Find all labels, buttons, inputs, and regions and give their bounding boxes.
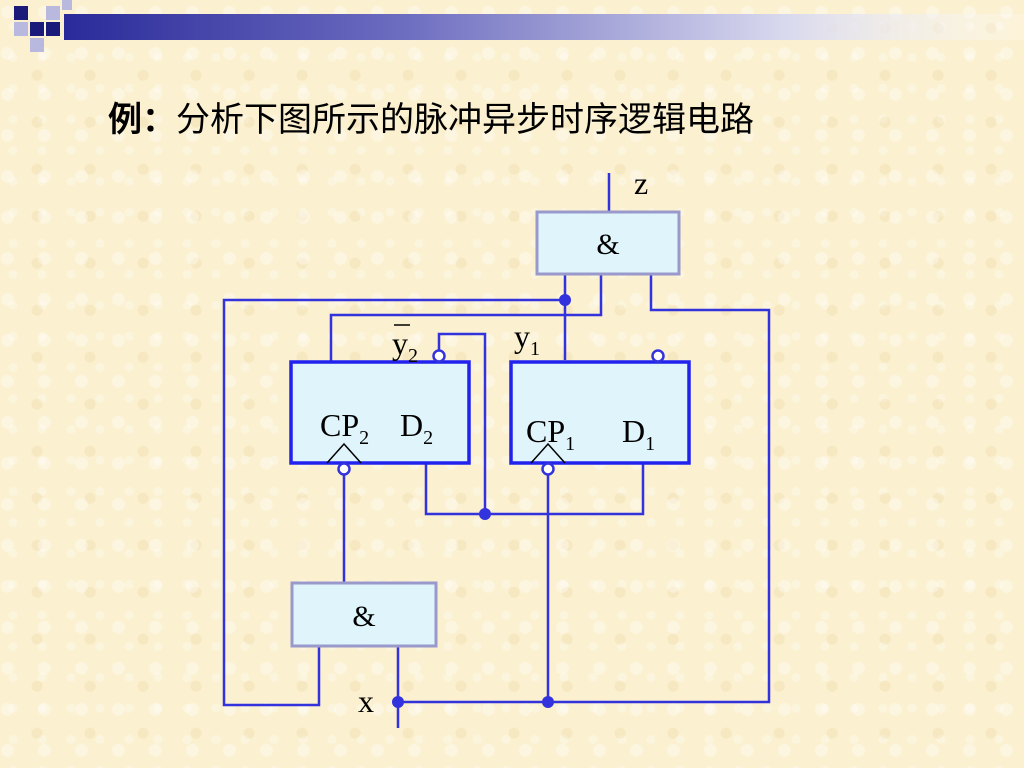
ff2-output-sub: 2 <box>408 345 418 367</box>
header-square <box>46 6 60 20</box>
ff1-cp-label: CP1 <box>526 413 575 455</box>
ff1-output-base: y <box>514 318 530 354</box>
wire-y2bar-to-d-bus <box>437 332 487 514</box>
wire-x-to-top-and <box>548 274 771 704</box>
wire-d-bus <box>424 463 645 516</box>
header-decoration <box>14 0 1024 52</box>
header-square <box>14 22 28 36</box>
junction-dot <box>392 696 404 708</box>
ff2-cp-base: CP <box>320 407 359 443</box>
ff2-output-label: y2 <box>392 324 418 367</box>
ff2-d-sub: 2 <box>423 427 433 449</box>
title-lead: 例： <box>108 102 176 139</box>
ff1-clock-triangle <box>530 442 566 464</box>
ff1-output-bubble <box>651 349 665 363</box>
and-gate-top: & <box>535 210 681 276</box>
ff2-cp-sub: 2 <box>359 427 369 449</box>
header-square <box>30 38 44 52</box>
input-x-label: x <box>358 683 374 719</box>
and-gate-bottom-label: & <box>352 600 375 633</box>
title-text: 分析下图所示的脉冲异步时序逻辑电路 <box>176 102 754 139</box>
ff2-cp-label: CP2 <box>320 407 369 449</box>
and-gate-top-label: & <box>596 228 619 261</box>
ff1-clock-bubble <box>541 462 555 476</box>
header-square <box>62 0 72 10</box>
ff1-d-base: D <box>622 413 645 449</box>
svg-text:y2: y2 <box>392 325 418 367</box>
header-bar <box>64 14 1024 40</box>
output-z-label: z <box>634 165 648 201</box>
wire-y1-loop <box>222 298 565 707</box>
ff2-output-bubble <box>432 349 446 363</box>
ff1-output-label: y1 <box>514 318 540 360</box>
ff1-d-label: D1 <box>622 413 655 455</box>
flipflop-1: CP1 D1 <box>509 349 691 476</box>
junction-dot <box>542 696 554 708</box>
junction-dots <box>392 294 571 708</box>
ff1-output-sub: 1 <box>530 338 540 360</box>
ff2-clock-triangle <box>326 442 362 464</box>
svg-text:y1: y1 <box>514 318 540 360</box>
ff1-d-sub: 1 <box>645 433 655 455</box>
header-square <box>46 22 60 36</box>
and-gate-bottom: & <box>290 581 438 648</box>
ff2-d-label: D2 <box>400 407 433 449</box>
header-square <box>14 6 28 20</box>
junction-dot <box>559 294 571 306</box>
ff2-output-base: y <box>392 325 408 361</box>
ff2-clock-bubble <box>337 462 351 476</box>
flipflop-2: CP2 D2 <box>289 349 471 476</box>
wires <box>222 173 771 728</box>
ff1-cp-sub: 1 <box>565 433 575 455</box>
ff2-d-base: D <box>400 407 423 443</box>
wire-y2bar-to-top-and <box>329 274 603 362</box>
header-square <box>30 22 44 36</box>
junction-dot <box>479 508 491 520</box>
ff1-cp-base: CP <box>526 413 565 449</box>
slide-title: 例：分析下图所示的脉冲异步时序逻辑电路 <box>108 92 754 141</box>
